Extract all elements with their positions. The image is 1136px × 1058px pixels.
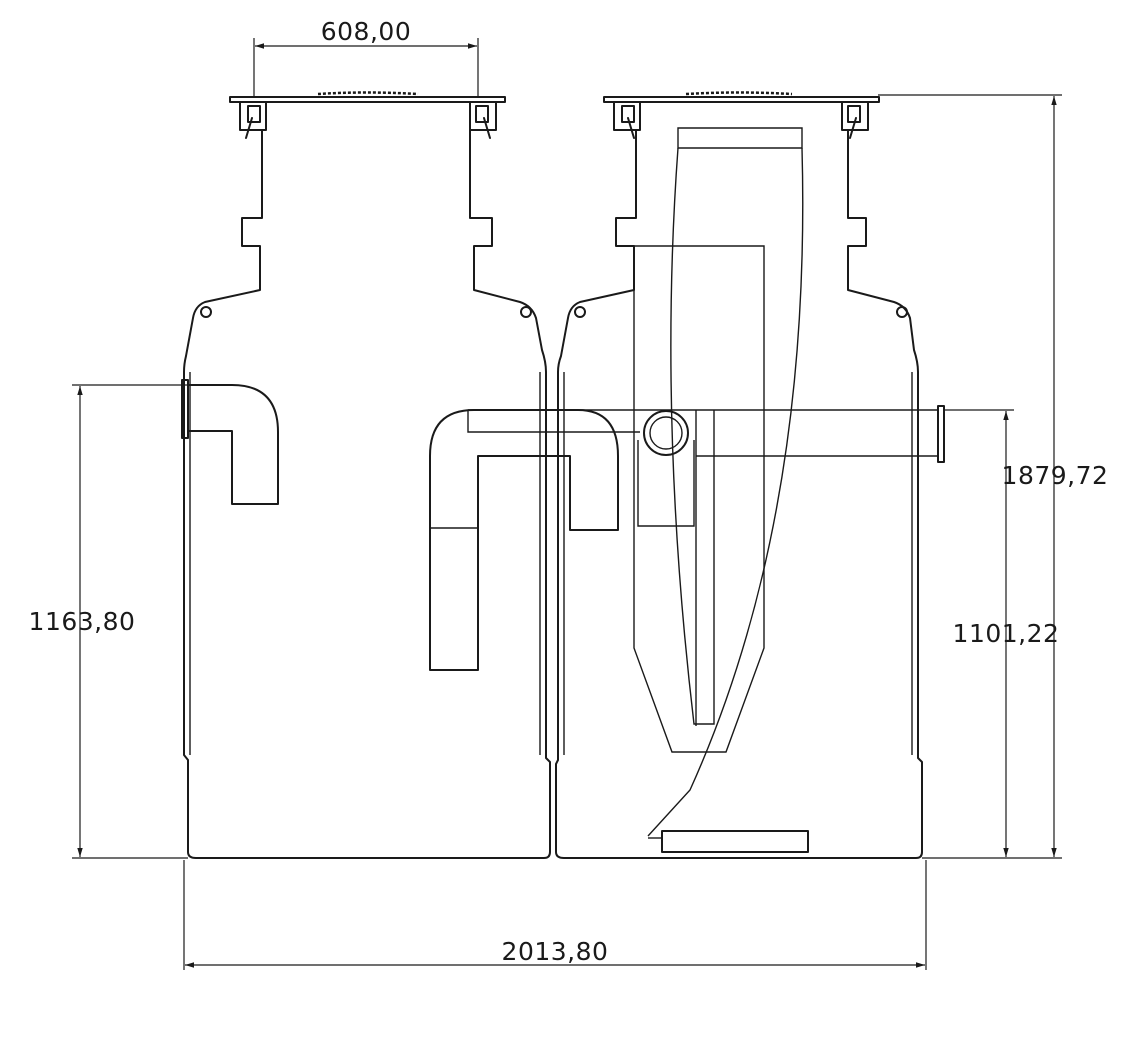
dim-outlet-height-label: 1101,22	[953, 619, 1060, 648]
separator-column	[633, 245, 765, 753]
bottom-plate	[661, 830, 809, 853]
dimension-top-width: 608,00	[253, 17, 479, 96]
dimension-total-length: 2013,80	[183, 860, 927, 970]
dimension-total-height: 1879,72	[878, 94, 1109, 859]
dim-top-width-label: 608,00	[321, 17, 411, 46]
right-tank-lid	[603, 91, 880, 139]
dimension-outlet-height: 1101,22	[944, 409, 1060, 857]
right-tank	[467, 91, 945, 859]
outlet-tee	[643, 410, 689, 456]
right-tank-outline	[555, 129, 923, 859]
outlet-pipe	[467, 409, 938, 457]
left-tank-outline	[183, 129, 551, 859]
dimension-inlet-height: 1163,80	[29, 384, 188, 859]
inlet-elbow-pipe	[187, 384, 279, 505]
dim-total-length-label: 2013,80	[502, 937, 609, 966]
outlet-flange	[937, 405, 945, 463]
left-tank-lid	[229, 91, 506, 139]
dim-total-height-label: 1879,72	[1002, 461, 1109, 490]
inlet-flange	[181, 379, 189, 439]
left-tank	[181, 91, 619, 859]
dim-inlet-height-label: 1163,80	[29, 607, 136, 636]
transfer-pipe	[429, 409, 619, 671]
sampling-shaft	[677, 127, 803, 149]
